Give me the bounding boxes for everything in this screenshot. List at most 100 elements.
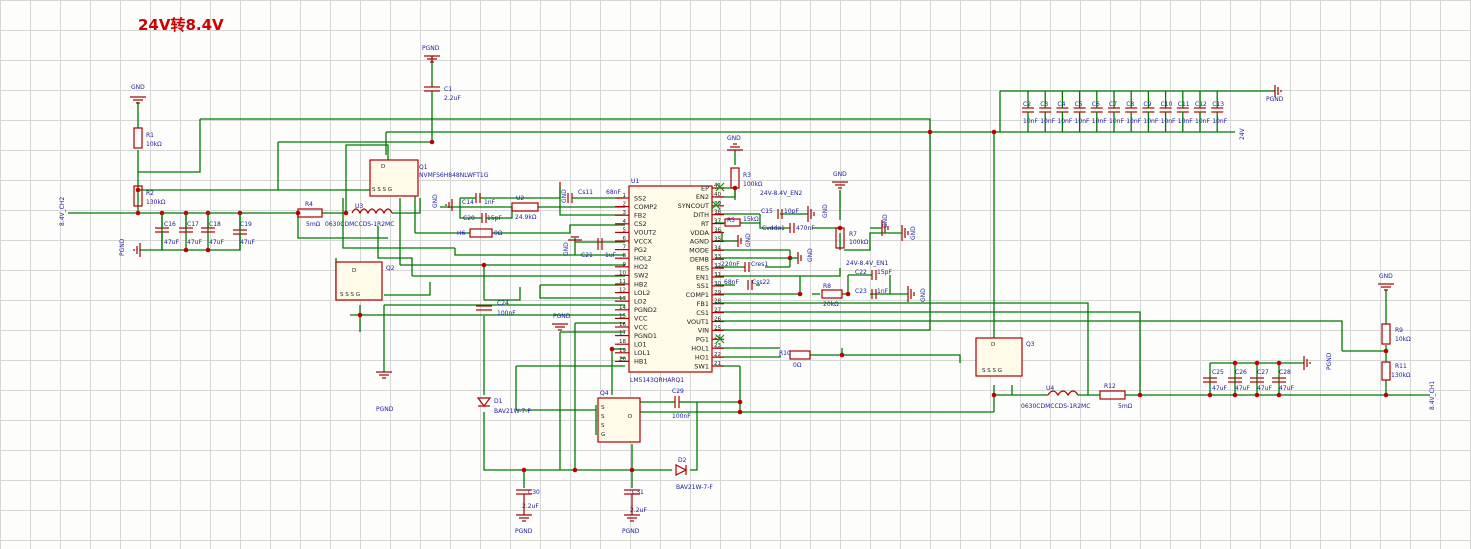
capacitor-c30[interactable]: C30 2.2uF bbox=[516, 489, 540, 510]
capacitor-c31[interactable]: C31 2.2uF bbox=[624, 489, 647, 514]
capacitor-cvdda1[interactable]: Cvdda1 470nF bbox=[762, 223, 815, 233]
resistor-r12[interactable]: R12 5mΩ bbox=[1099, 383, 1133, 410]
capacitor-c18[interactable]: C18 47uF bbox=[201, 213, 224, 246]
svg-text:R11: R11 bbox=[1395, 363, 1407, 370]
gnd-symbol-r1: GND bbox=[130, 84, 146, 104]
pin-number: 15 bbox=[619, 313, 626, 319]
resistor-u2[interactable]: U2 24.9kΩ bbox=[511, 195, 539, 221]
pin-name: HO1 bbox=[695, 353, 709, 361]
capacitor-c4[interactable]: C4 10nF bbox=[1056, 91, 1073, 132]
resistor-h6[interactable]: H6 0Ω bbox=[457, 228, 503, 238]
pin-number: 16 bbox=[619, 322, 626, 328]
mosfet-q4[interactable]: S S S G D Q4 bbox=[597, 390, 641, 443]
pgnd-symbol-top: PGND bbox=[422, 45, 440, 63]
capacitor-c17[interactable]: C17 47uF bbox=[179, 213, 202, 246]
cap-ref: C3 bbox=[1040, 101, 1048, 108]
capacitor-c25[interactable]: C25 47uF bbox=[1203, 369, 1227, 392]
resistor-r9[interactable]: R9 10kΩ bbox=[1381, 323, 1411, 345]
svg-text:220nF: 220nF bbox=[721, 261, 740, 268]
pin-number: 32 bbox=[714, 263, 721, 269]
svg-text:2.2uF: 2.2uF bbox=[522, 503, 539, 510]
capacitor-c16[interactable]: C16 47uF bbox=[155, 213, 179, 250]
gnd-symbol-agnd: GND bbox=[721, 232, 752, 247]
svg-text:10kΩ: 10kΩ bbox=[146, 141, 162, 148]
svg-text:PGND: PGND bbox=[119, 238, 126, 256]
capacitor-c21[interactable]: C21 1uF bbox=[581, 238, 617, 259]
capacitor-c24[interactable]: C24 100nF bbox=[476, 300, 516, 317]
pin-number: 7 bbox=[623, 245, 627, 251]
pgnd-symbol-c24: PGND bbox=[552, 313, 571, 331]
svg-text:C18: C18 bbox=[209, 221, 221, 228]
capacitor-c26[interactable]: C26 47uF bbox=[1228, 369, 1250, 392]
capacitor-c1[interactable]: C1 2.2uF bbox=[424, 86, 461, 105]
cap-value: 10nF bbox=[1057, 118, 1072, 125]
pin-number: 2 bbox=[623, 202, 627, 208]
cap-ref: C4 bbox=[1057, 101, 1065, 108]
u1-part: LM5143QRHARQ1 bbox=[630, 377, 684, 384]
capacitor-c29[interactable]: C29 100nF bbox=[665, 388, 691, 420]
svg-text:Q4: Q4 bbox=[600, 390, 609, 397]
pin-number: 19 bbox=[619, 348, 626, 354]
svg-text:D1: D1 bbox=[494, 398, 503, 405]
cap-value: 10nF bbox=[1178, 118, 1193, 125]
pin-name: MODE bbox=[689, 247, 709, 255]
pin-number: 38 bbox=[714, 210, 721, 216]
mosfet-q1[interactable]: D S S S G Q1 NVMFS6H848NLWFT1G bbox=[369, 159, 489, 197]
capacitor-c20[interactable]: C20 15pF bbox=[463, 213, 502, 223]
resistor-r8[interactable]: R8 20kΩ bbox=[821, 283, 843, 308]
resistor-r5[interactable]: R5 15kΩ bbox=[724, 216, 759, 227]
capacitor-cs11[interactable]: Cs11 68nF bbox=[567, 189, 621, 203]
resistor-r11[interactable]: R11 130kΩ bbox=[1381, 361, 1411, 381]
diode-d2[interactable]: D2 BAV21W-7-F bbox=[675, 457, 713, 491]
resistor-r7[interactable]: R7 100kΩ bbox=[835, 227, 869, 249]
mosfet-q2[interactable]: D S S S G Q2 bbox=[335, 261, 395, 301]
svg-text:5mΩ: 5mΩ bbox=[1118, 403, 1133, 410]
resistor-r4[interactable]: R4 5mΩ bbox=[297, 201, 323, 228]
svg-text:GND: GND bbox=[1379, 273, 1393, 280]
cap-ref: C8 bbox=[1126, 101, 1134, 108]
capacitor-css22[interactable]: 68nF Css22 bbox=[724, 279, 770, 290]
inductor-u4[interactable]: U4 0630CDMCCDS-1R2MC bbox=[1021, 385, 1090, 410]
resistor-r2[interactable]: R2 130kΩ bbox=[133, 185, 166, 207]
pin-number: 30 bbox=[714, 281, 721, 287]
resistor-r3[interactable]: R3 100kΩ bbox=[730, 167, 763, 189]
capacitor-c23[interactable]: C23 1nF bbox=[855, 288, 889, 299]
pin-number: 21 bbox=[714, 361, 721, 367]
cap-value: 10nF bbox=[1109, 118, 1124, 125]
pin-number: 5 bbox=[623, 227, 627, 233]
capacitor-c28[interactable]: C28 47uF bbox=[1272, 369, 1294, 392]
capacitor-c27[interactable]: C27 47uF bbox=[1250, 369, 1272, 392]
diode-d1[interactable]: D1 BAV21W-7-F bbox=[476, 397, 531, 415]
resistor-r1[interactable]: R1 10kΩ bbox=[133, 127, 162, 149]
capacitor-c22[interactable]: C22 15pF bbox=[855, 269, 892, 280]
capacitor-c19[interactable]: C19 47uF bbox=[233, 213, 255, 250]
capacitor-cres1[interactable]: 220nF Cres1 bbox=[721, 261, 768, 272]
capacitor-c15[interactable]: C15 10pF bbox=[761, 208, 799, 219]
svg-text:0Ω: 0Ω bbox=[793, 362, 802, 369]
pin-name: VIN bbox=[698, 327, 709, 335]
pin-number: 23 bbox=[714, 343, 721, 349]
mosfet-q3[interactable]: D S S S G Q3 bbox=[975, 337, 1035, 377]
resistor-r10[interactable]: R10 0Ω bbox=[779, 350, 811, 369]
capacitor-c14[interactable]: C14 1nF bbox=[462, 193, 500, 206]
inductor-u3[interactable]: U3 0630CDMCCDS-1R2MC bbox=[325, 203, 394, 228]
